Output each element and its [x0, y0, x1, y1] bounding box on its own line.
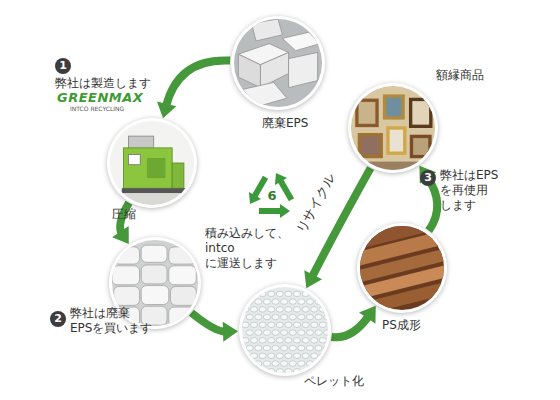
photo-clip	[110, 121, 194, 205]
flow-line	[331, 316, 368, 338]
photo-clip	[360, 226, 444, 310]
brand-logo: GREENMAX	[57, 90, 143, 105]
node-caption: 弊社は製造します	[55, 76, 165, 91]
flow-arrow	[191, 313, 238, 342]
node-caption: ペレット化	[304, 374, 384, 389]
recycle-symbol	[244, 169, 298, 218]
node-caption: PS成形	[382, 318, 452, 333]
flow-arrow	[331, 306, 375, 337]
photo-circle: PS成形	[360, 226, 444, 310]
photo-circle: 弊社は製造します	[110, 121, 194, 205]
photo-illustration	[351, 86, 435, 170]
flow-label: 圧縮	[112, 207, 152, 222]
flow-arrow	[157, 60, 230, 118]
arrow-head	[223, 322, 238, 342]
callout-number: 3	[420, 170, 436, 186]
node-caption: 弊社は廃棄 EPSを買います	[70, 306, 155, 336]
flow-arrow	[419, 166, 437, 231]
photo-circle: ペレット化	[242, 287, 328, 373]
photo-illustration	[234, 19, 322, 107]
node-caption: 額縁商品	[436, 68, 516, 83]
flow-line	[166, 60, 230, 106]
photo-circle: 弊社は廃棄 EPSを買います	[112, 240, 198, 326]
photo-clip	[351, 86, 435, 170]
callout-number: 2	[50, 311, 66, 327]
photo-circle: 廃棄EPS	[234, 19, 322, 107]
photo-clip	[234, 19, 322, 107]
node-caption: 廃棄EPS	[262, 116, 342, 131]
arrow-head	[304, 270, 322, 288]
callout-number: 1	[55, 58, 71, 74]
flow-label: リサイクル	[294, 171, 338, 235]
arrow-head	[359, 306, 376, 324]
flow-line	[191, 313, 226, 332]
brand-subtitle: INTCO RECYCLING	[70, 105, 124, 113]
photo-illustration	[242, 287, 328, 373]
photo-illustration	[110, 121, 194, 205]
arrow-head	[157, 101, 176, 118]
photo-illustration	[360, 226, 444, 310]
flow-label: 積み込みして、 intco に運送します	[205, 226, 300, 271]
photo-clip	[242, 287, 328, 373]
photo-circle: 額縁商品	[351, 86, 435, 170]
recycle-number: 6	[262, 188, 282, 203]
callout-text: 弊社はEPS を再使用 します	[440, 168, 512, 213]
arrow-head	[112, 226, 129, 244]
